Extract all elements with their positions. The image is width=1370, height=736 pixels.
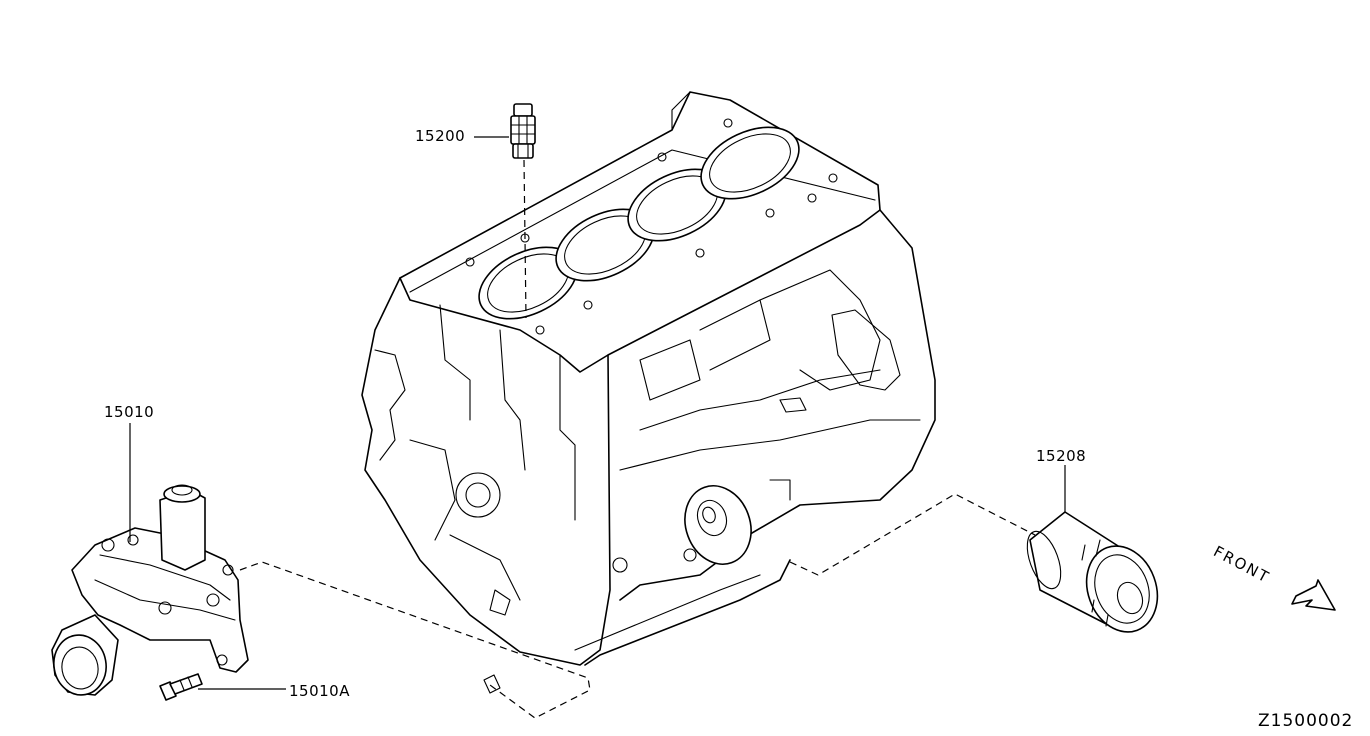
- pump-dowel: [483, 674, 501, 694]
- oil-pump-bolt-15010a: [159, 673, 203, 701]
- oil-filter-mount: [684, 485, 752, 565]
- part-label-15208: 15208: [1036, 447, 1087, 465]
- oil-filter-15208: [1026, 511, 1159, 633]
- part-label-15010a: 15010A: [289, 682, 350, 700]
- part-label-15010: 15010: [104, 403, 155, 421]
- dashed-line-15010: [239, 561, 591, 719]
- cylinder-bore-4: [700, 126, 800, 200]
- cylinder-bore-3: [627, 168, 727, 242]
- oil-strainer-15200: [510, 103, 536, 159]
- dashed-line-15208: [789, 493, 1036, 576]
- dashed-line-15200: [523, 159, 527, 319]
- diagram-id-label: Z1500002: [1258, 711, 1354, 731]
- front-direction-arrow-icon: [1291, 579, 1336, 611]
- deck-bolt-holes: [465, 118, 838, 335]
- part-label-15200: 15200: [415, 127, 466, 145]
- cylinder-block: [361, 91, 936, 666]
- oil-pump-15010: [51, 484, 249, 696]
